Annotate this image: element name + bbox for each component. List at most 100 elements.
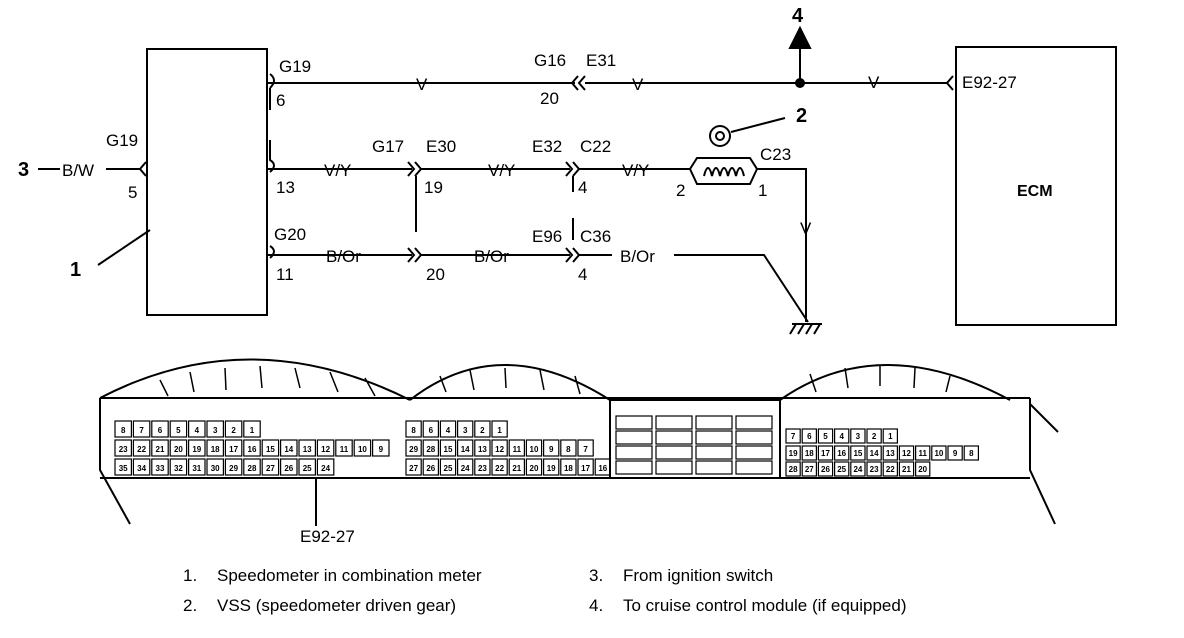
svg-text:23: 23: [870, 465, 879, 474]
connector-pin: 8: [963, 445, 980, 461]
connector-pin: 12: [898, 445, 915, 461]
connector-pin: 28: [422, 439, 440, 457]
label-vss-pin-1: 1: [758, 181, 767, 200]
connector-pin: 33: [151, 458, 169, 476]
connector-pin: 1: [491, 420, 508, 438]
legend-text: VSS (speedometer driven gear): [217, 596, 457, 615]
connector-pin: 2: [224, 420, 243, 438]
svg-text:4: 4: [446, 426, 451, 435]
svg-text:13: 13: [886, 449, 895, 458]
label-wire-v1: V: [416, 75, 428, 94]
legend-item-4: 4. To cruise control module (if equipped): [589, 596, 906, 616]
label-pin-11: 11: [276, 265, 294, 284]
svg-text:15: 15: [266, 445, 275, 454]
connector-pin: 17: [817, 445, 834, 461]
connector-socket: [655, 445, 693, 460]
connector-face-outline: [99, 397, 1059, 525]
label-wire-bor3: B/Or: [620, 247, 655, 266]
label-e30: E30: [426, 137, 456, 156]
legend-num: 4.: [589, 596, 604, 615]
wire-vss-to-ground: [757, 168, 807, 322]
legend-num: 2.: [183, 596, 198, 615]
svg-text:23: 23: [478, 464, 487, 473]
svg-text:22: 22: [886, 465, 895, 474]
svg-text:10: 10: [530, 445, 539, 454]
connector-pin: 12: [316, 439, 335, 457]
connector-pin: 22: [132, 439, 151, 457]
connector-pin: 10: [931, 445, 947, 461]
connector-pin: 31: [188, 458, 206, 476]
ground-icon: [789, 323, 822, 335]
connector-hood-left: [99, 358, 411, 401]
connector-pin: 3: [206, 420, 224, 438]
connector-pin: 34: [132, 458, 151, 476]
svg-text:19: 19: [547, 464, 556, 473]
svg-text:17: 17: [229, 445, 238, 454]
connector-pin: 7: [132, 420, 151, 438]
meter-leader: [97, 229, 151, 266]
svg-text:5: 5: [176, 426, 181, 435]
connector-pin: 1: [243, 420, 261, 438]
legend-item-1: 1.Speedometer in combination meter: [183, 566, 482, 586]
label-ref-3: 3: [18, 159, 29, 181]
connector-pin: 15: [261, 439, 280, 457]
svg-text:7: 7: [791, 432, 796, 441]
svg-text:29: 29: [409, 445, 418, 454]
connector-chevron-g19-top: [269, 73, 275, 110]
label-e92-27: E92-27: [962, 73, 1017, 92]
connector-pin: 24: [316, 458, 335, 476]
label-vss-pin-2: 2: [676, 181, 685, 200]
connector-pin: 4: [188, 420, 206, 438]
legend-item-2: 2. VSS (speedometer driven gear): [183, 596, 456, 616]
svg-text:26: 26: [426, 464, 435, 473]
svg-text:1: 1: [888, 432, 893, 441]
connector-pin: 1: [882, 428, 899, 444]
connector-pin: 22: [491, 458, 508, 476]
svg-text:26: 26: [821, 465, 830, 474]
connector-pin: 2: [474, 420, 491, 438]
connector-chevron-g20: [269, 245, 275, 259]
connector-pin: 8: [560, 439, 577, 457]
connector-pin: 35: [114, 458, 132, 476]
connector-pin: 21: [508, 458, 526, 476]
svg-text:4: 4: [839, 432, 844, 441]
svg-text:17: 17: [821, 449, 830, 458]
svg-text:28: 28: [426, 445, 435, 454]
svg-text:18: 18: [564, 464, 573, 473]
label-c23: C23: [760, 145, 791, 164]
vss-coil: [703, 167, 745, 177]
connector-pin: 14: [280, 439, 298, 457]
connector-socket: [735, 430, 773, 445]
connector-pin: 20: [914, 461, 931, 477]
connector-pin: 18: [801, 445, 818, 461]
connector-pin: 18: [206, 439, 224, 457]
connector-socket: [735, 460, 773, 475]
label-wire-bor1: B/Or: [326, 247, 361, 266]
label-pin-4-mid: 4: [578, 178, 587, 197]
svg-text:29: 29: [229, 464, 238, 473]
connector-pin: 18: [560, 458, 577, 476]
label-e31: E31: [586, 51, 616, 70]
ecm-box: [955, 46, 1117, 326]
vss-sensor-housing: [688, 157, 759, 185]
svg-text:25: 25: [444, 464, 453, 473]
connector-socket: [615, 415, 653, 430]
connector-pin: 20: [169, 439, 188, 457]
connector-pin: 16: [833, 445, 850, 461]
svg-text:24: 24: [461, 464, 470, 473]
svg-text:12: 12: [902, 449, 911, 458]
label-pin-6: 6: [276, 91, 285, 110]
label-e92-27-connector: E92-27: [300, 527, 355, 546]
label-g19-top: G19: [279, 57, 311, 76]
connector-socket: [695, 415, 733, 430]
label-g19-left: G19: [106, 131, 138, 150]
connector-socket: [615, 445, 653, 460]
connector-pin: 2: [866, 428, 882, 444]
legend-text: To cruise control module (if equipped): [623, 596, 907, 615]
connector-pin: 28: [785, 461, 801, 477]
svg-text:28: 28: [789, 465, 798, 474]
svg-text:18: 18: [805, 449, 814, 458]
connector-pin: 25: [439, 458, 457, 476]
label-e32: E32: [532, 137, 562, 156]
